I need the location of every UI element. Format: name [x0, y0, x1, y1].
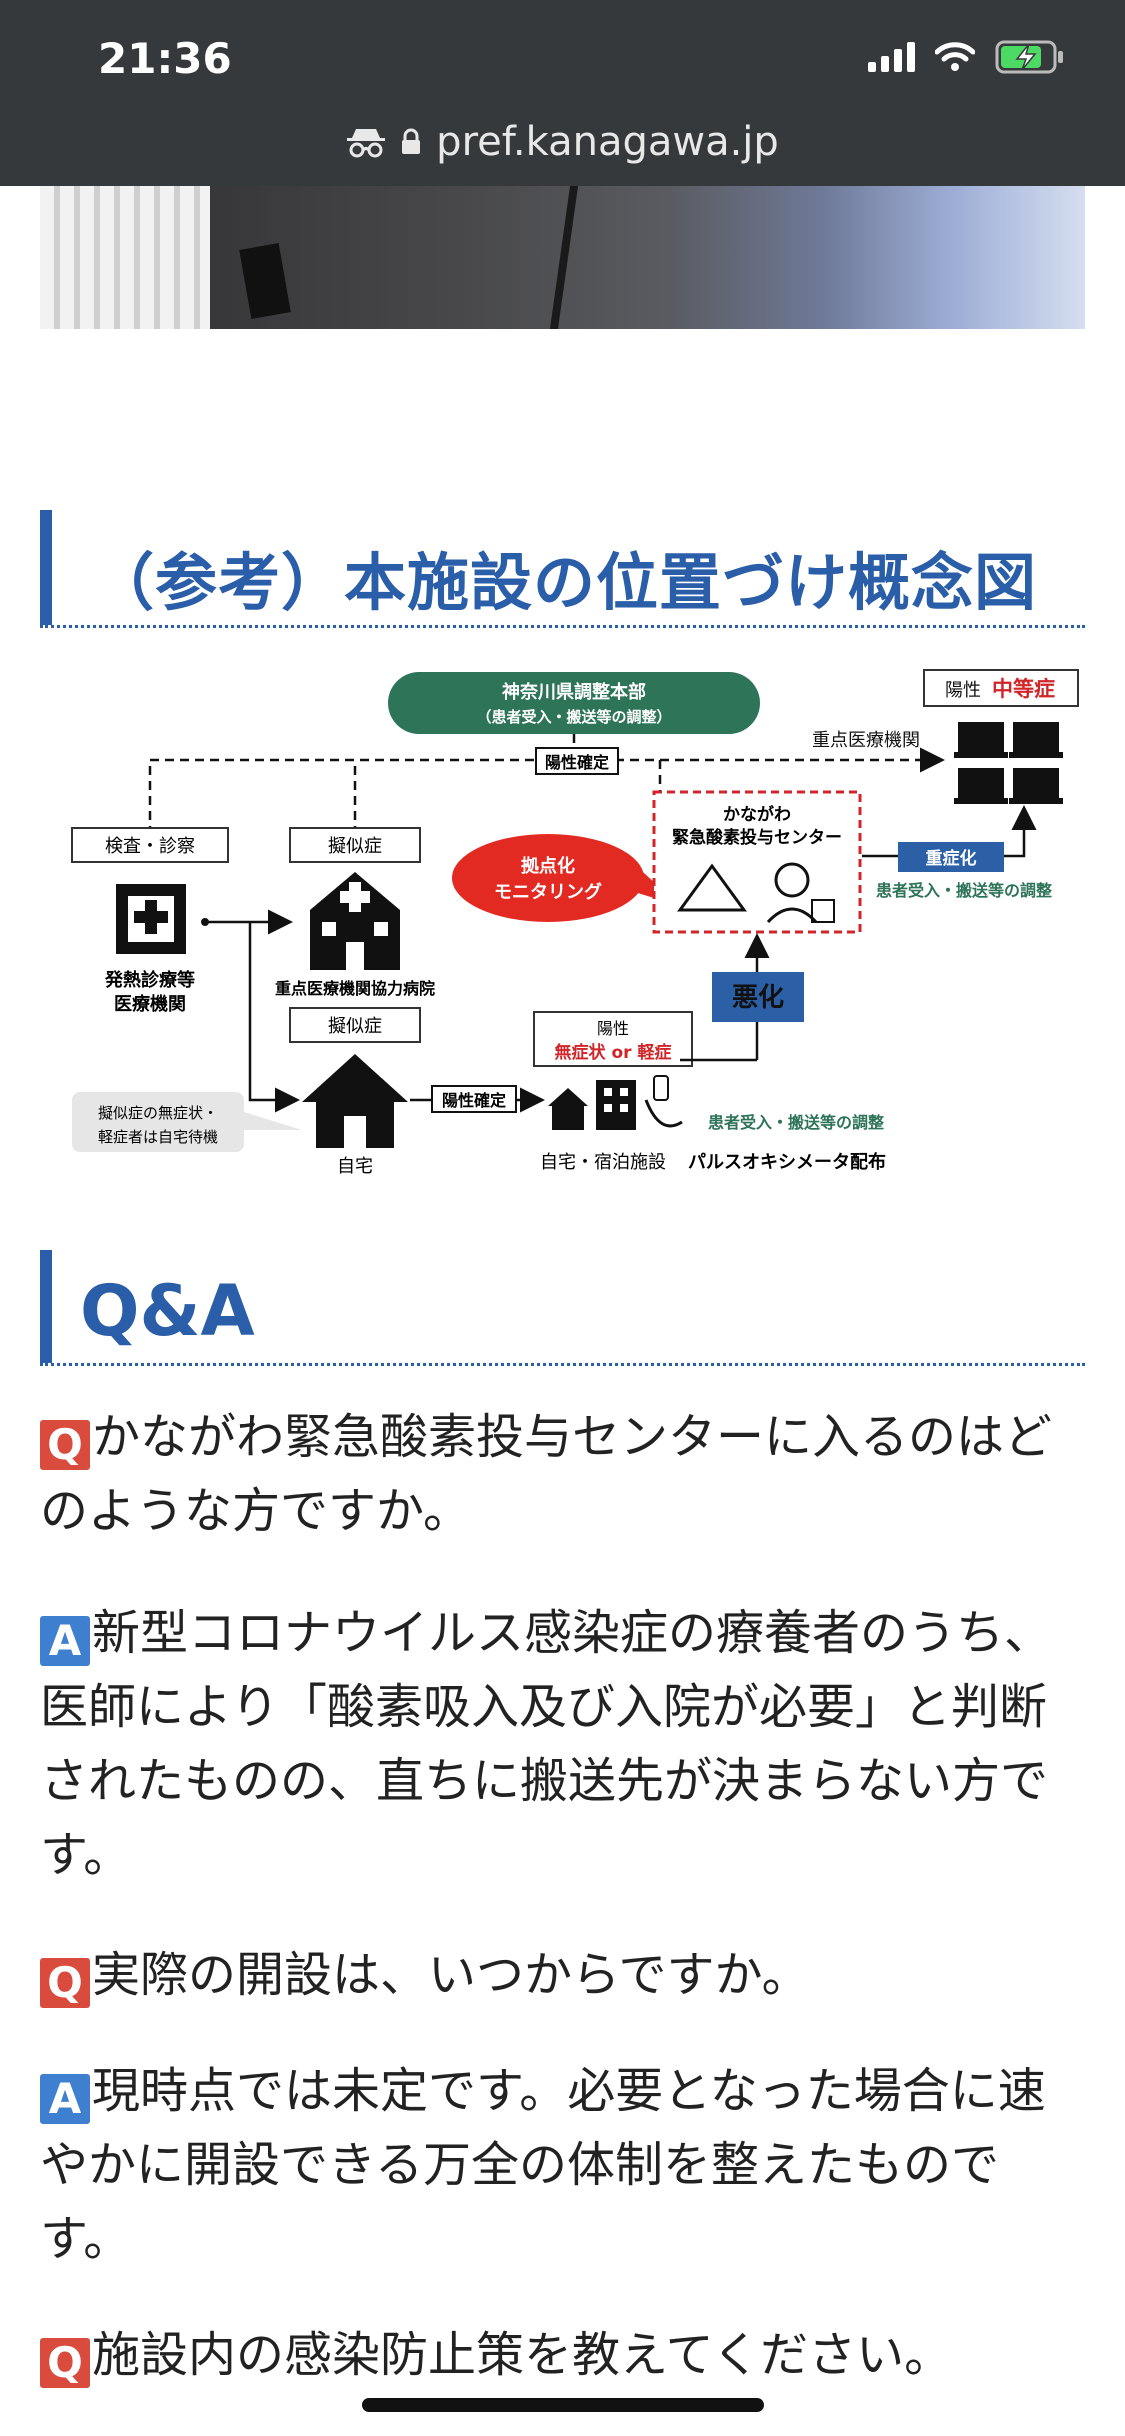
home-indicator[interactable]	[362, 2398, 764, 2412]
positive-confirm-bottom: 陽性確定	[442, 1091, 506, 1110]
lock-icon	[402, 128, 421, 154]
status-time: 21:36	[98, 34, 232, 83]
incognito-icon	[347, 129, 386, 158]
worsen-label: 悪化	[732, 983, 784, 1013]
home-note-line1: 擬似症の無症状・	[98, 1104, 218, 1122]
battery-charging-icon	[995, 40, 1065, 74]
answer-badge: A	[40, 1616, 90, 1666]
fever-clinic-line1: 発熱診療等	[104, 969, 195, 991]
cooperating-hospital-icon	[310, 872, 400, 970]
coop-hospital-label: 重点医療機関協力病院	[275, 979, 435, 998]
answer-badge: A	[40, 2074, 90, 2124]
coord-label-1: 患者受入・搬送等の調整	[876, 881, 1052, 900]
hub-line2: モニタリング	[494, 881, 602, 903]
hub-line1: 拠点化	[521, 855, 575, 877]
qa-text: 施設内の感染防止策を教えてください。	[92, 2327, 953, 2383]
url-text: pref.kanagawa.jp	[436, 119, 779, 165]
mild-label: 陽性	[597, 1019, 629, 1038]
concept-section-heading: （参考）本施設の位置づけ概念図	[40, 510, 1085, 628]
question-badge: Q	[40, 2338, 90, 2388]
suspect-label-2: 擬似症	[328, 1016, 382, 1037]
status-icons	[868, 40, 1065, 74]
qa-text: 新型コロナウイルス感染症の療養者のうち、医師により「酸素吸入及び入院が必要」と判…	[40, 1605, 1053, 1883]
suspect-label-1: 擬似症	[328, 836, 382, 857]
cellular-signal-icon	[868, 42, 915, 72]
question-badge: Q	[40, 1420, 90, 1470]
oximeter-label: パルスオキシメータ配布	[688, 1151, 886, 1173]
home-wait-note: 擬似症の無症状・ 軽症者は自宅待機	[72, 1092, 302, 1152]
concept-diagram: 神奈川県調整本部 （患者受入・搬送等の調整） 陽性 中等症 重点医療機関 陽性確…	[40, 660, 1085, 1180]
pulse-oximeter-icon	[644, 1075, 683, 1128]
hq-line2: （患者受入・搬送等の調整）	[476, 708, 671, 726]
home-hotel-icon	[548, 1080, 636, 1130]
hospital-beds-icon	[954, 722, 1063, 804]
qa-section-heading: Q&A	[40, 1250, 1085, 1366]
moderate-label: 陽性	[945, 680, 981, 701]
browser-top-bar: 21:36	[0, 0, 1125, 186]
priority-hospital-label: 重点医療機関	[812, 730, 920, 751]
qa-text: 実際の開設は、いつからですか。	[92, 1947, 810, 2003]
mild-severity: 無症状 or 軽症	[555, 1042, 672, 1063]
center-line1: かながわ	[723, 804, 791, 825]
concept-title: （参考）本施設の位置づけ概念図	[92, 546, 1038, 619]
hub-monitoring-bubble: 拠点化 モニタリング	[452, 834, 680, 922]
question-badge: Q	[40, 1958, 90, 2008]
address-bar[interactable]: pref.kanagawa.jp	[0, 112, 1125, 172]
clinic-building-icon	[116, 884, 186, 954]
exam-label: 検査・診察	[105, 836, 195, 857]
hq-box: 神奈川県調整本部 （患者受入・搬送等の調整）	[388, 672, 760, 734]
facility-photo	[40, 186, 1085, 329]
qa-text: かながわ緊急酸素投与センターに入るのはどのような方ですか。	[40, 1409, 1053, 1539]
moderate-label-box: 陽性 中等症	[923, 669, 1079, 707]
hq-line1: 神奈川県調整本部	[502, 681, 646, 703]
severe-label: 重症化	[926, 848, 977, 869]
home-note-line2: 軽症者は自宅待機	[98, 1128, 218, 1146]
oxygen-center-box: かながわ 緊急酸素投与センター	[652, 790, 862, 934]
home-icon	[302, 1054, 408, 1148]
home-label: 自宅	[337, 1156, 373, 1177]
wifi-icon	[935, 42, 975, 72]
positive-confirm-top: 陽性確定	[545, 753, 609, 772]
coord-label-2: 患者受入・搬送等の調整	[708, 1113, 884, 1132]
moderate-severity: 中等症	[992, 677, 1055, 701]
fever-clinic-line2: 医療機関	[114, 993, 186, 1015]
qa-title: Q&A	[80, 1270, 255, 1352]
center-line2: 緊急酸素投与センター	[672, 827, 842, 848]
qa-text: 現時点では未定です。必要となった場合に速やかに開設できる万全の体制を整えたもので…	[40, 2063, 1046, 2267]
home-hotel-label: 自宅・宿泊施設	[540, 1152, 666, 1173]
